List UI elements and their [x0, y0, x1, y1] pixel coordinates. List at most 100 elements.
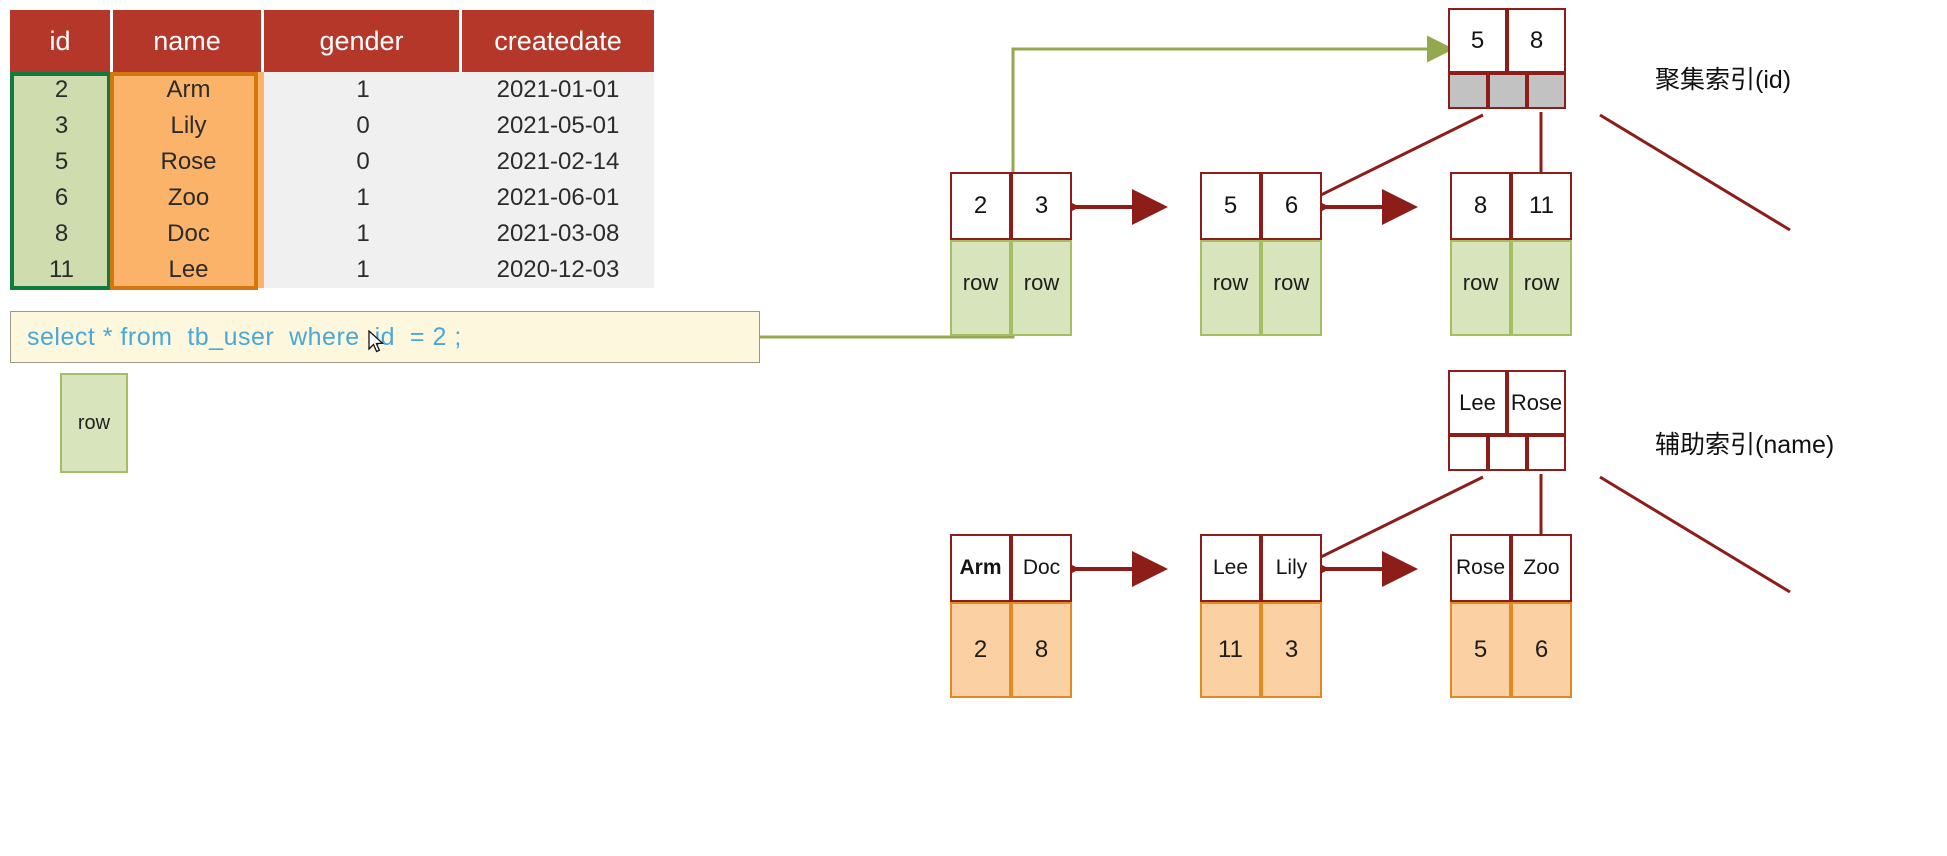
cell-name: Rose — [113, 144, 264, 180]
secondary-leaf-node: Lee Lily 11 3 — [1200, 534, 1322, 698]
cell-id: 8 — [10, 216, 113, 252]
cell-name: Lily — [113, 108, 264, 144]
clustered-leaf-keys: 2 3 — [950, 172, 1072, 240]
clustered-leaf-data: row row — [1200, 240, 1322, 336]
clustered-leaf-key: 6 — [1261, 172, 1322, 240]
secondary-leaf-key: Arm — [950, 534, 1011, 602]
clustered-leaf-row: row — [1450, 240, 1511, 336]
cell-id: 5 — [10, 144, 113, 180]
secondary-leaf-data: 2 8 — [950, 602, 1072, 698]
secondary-root-node: Lee Rose — [1448, 370, 1566, 471]
clustered-leaf-key: 11 — [1511, 172, 1572, 240]
cell-name: Zoo — [113, 180, 264, 216]
column-header-id: id — [10, 10, 113, 72]
clustered-root-pointers — [1448, 73, 1566, 109]
clustered-leaf-keys: 8 11 — [1450, 172, 1572, 240]
clustered-root-pointer — [1527, 73, 1566, 109]
clustered-leaf-key: 2 — [950, 172, 1011, 240]
cell-id: 11 — [10, 252, 113, 288]
secondary-root-pointer — [1527, 435, 1566, 471]
secondary-root-key: Rose — [1507, 370, 1566, 435]
cell-gender: 1 — [264, 72, 462, 108]
clustered-index-label: 聚集索引(id) — [1655, 66, 1792, 94]
secondary-leaf-pk: 2 — [950, 602, 1011, 698]
table-body: 2 Arm 1 2021-01-01 3 Lily 0 2021-05-01 5… — [10, 72, 654, 288]
secondary-index-label: 辅助索引(name) — [1655, 431, 1835, 459]
cell-gender: 1 — [264, 180, 462, 216]
clustered-root-node: 5 8 — [1448, 8, 1566, 109]
cell-id: 3 — [10, 108, 113, 144]
clustered-leaf-row: row — [1261, 240, 1322, 336]
cell-gender: 0 — [264, 108, 462, 144]
data-table: id name gender createdate 2 Arm 1 2021-0… — [10, 10, 654, 288]
clustered-root-pointer — [1448, 73, 1488, 109]
table-header-row: id name gender createdate — [10, 10, 654, 72]
cell-createdate: 2021-03-08 — [462, 216, 654, 252]
table-row: 3 Lily 0 2021-05-01 — [10, 108, 654, 144]
secondary-leaf-pk: 11 — [1200, 602, 1261, 698]
table-row: 11 Lee 1 2020-12-03 — [10, 252, 654, 288]
secondary-leaf-key: Doc — [1011, 534, 1072, 602]
secondary-leaf-key: Rose — [1450, 534, 1511, 602]
cell-createdate: 2021-01-01 — [462, 72, 654, 108]
cell-id: 2 — [10, 72, 113, 108]
cell-createdate: 2020-12-03 — [462, 252, 654, 288]
cell-createdate: 2021-06-01 — [462, 180, 654, 216]
cell-createdate: 2021-02-14 — [462, 144, 654, 180]
secondary-leaf-key: Zoo — [1511, 534, 1572, 602]
clustered-leaf-key: 3 — [1011, 172, 1072, 240]
column-header-name: name — [113, 10, 264, 72]
clustered-leaf-keys: 5 6 — [1200, 172, 1322, 240]
mouse-cursor-icon — [368, 330, 384, 353]
secondary-leaf-node: Arm Doc 2 8 — [950, 534, 1072, 698]
cell-name: Doc — [113, 216, 264, 252]
cell-name: Arm — [113, 72, 264, 108]
cell-gender: 0 — [264, 144, 462, 180]
secondary-leaf-pk: 5 — [1450, 602, 1511, 698]
column-header-createdate: createdate — [462, 10, 654, 72]
sql-query-text: select * from tb_user where id = 2 ; — [27, 322, 462, 351]
secondary-leaf-pk: 6 — [1511, 602, 1572, 698]
clustered-leaf-data: row row — [950, 240, 1072, 336]
result-row-box: row — [60, 373, 128, 473]
secondary-leaf-key: Lily — [1261, 534, 1322, 602]
cell-name: Lee — [113, 252, 264, 288]
table-row: 5 Rose 0 2021-02-14 — [10, 144, 654, 180]
secondary-leaf-data: 5 6 — [1450, 602, 1572, 698]
result-row-label: row — [77, 411, 111, 434]
clustered-leaf-row: row — [1011, 240, 1072, 336]
secondary-leaf-node: Rose Zoo 5 6 — [1450, 534, 1572, 698]
secondary-root-pointers — [1448, 435, 1566, 471]
clustered-leaf-key: 8 — [1450, 172, 1511, 240]
sql-query-box[interactable]: select * from tb_user where id = 2 ; — [10, 311, 760, 363]
clustered-leaf-key: 5 — [1200, 172, 1261, 240]
cell-gender: 1 — [264, 252, 462, 288]
secondary-root-pointer — [1488, 435, 1527, 471]
secondary-leaf-pk: 8 — [1011, 602, 1072, 698]
secondary-leaf-keys: Arm Doc — [950, 534, 1072, 602]
table-row: 8 Doc 1 2021-03-08 — [10, 216, 654, 252]
secondary-root-key: Lee — [1448, 370, 1507, 435]
clustered-leaf-row: row — [1200, 240, 1261, 336]
cell-gender: 1 — [264, 216, 462, 252]
secondary-leaf-data: 11 3 — [1200, 602, 1322, 698]
clustered-root-key: 8 — [1507, 8, 1566, 73]
secondary-root-keys: Lee Rose — [1448, 370, 1566, 435]
column-header-gender: gender — [264, 10, 462, 72]
clustered-root-keys: 5 8 — [1448, 8, 1566, 73]
table-row: 6 Zoo 1 2021-06-01 — [10, 180, 654, 216]
clustered-leaf-row: row — [950, 240, 1011, 336]
secondary-leaf-pk: 3 — [1261, 602, 1322, 698]
clustered-leaf-row: row — [1511, 240, 1572, 336]
cell-id: 6 — [10, 180, 113, 216]
clustered-leaf-node: 5 6 row row — [1200, 172, 1322, 336]
clustered-root-key: 5 — [1448, 8, 1507, 73]
secondary-leaf-keys: Lee Lily — [1200, 534, 1322, 602]
secondary-leaf-key: Lee — [1200, 534, 1261, 602]
secondary-leaf-keys: Rose Zoo — [1450, 534, 1572, 602]
clustered-leaf-node: 2 3 row row — [950, 172, 1072, 336]
clustered-leaf-node: 8 11 row row — [1450, 172, 1572, 336]
table-row: 2 Arm 1 2021-01-01 — [10, 72, 654, 108]
cell-createdate: 2021-05-01 — [462, 108, 654, 144]
